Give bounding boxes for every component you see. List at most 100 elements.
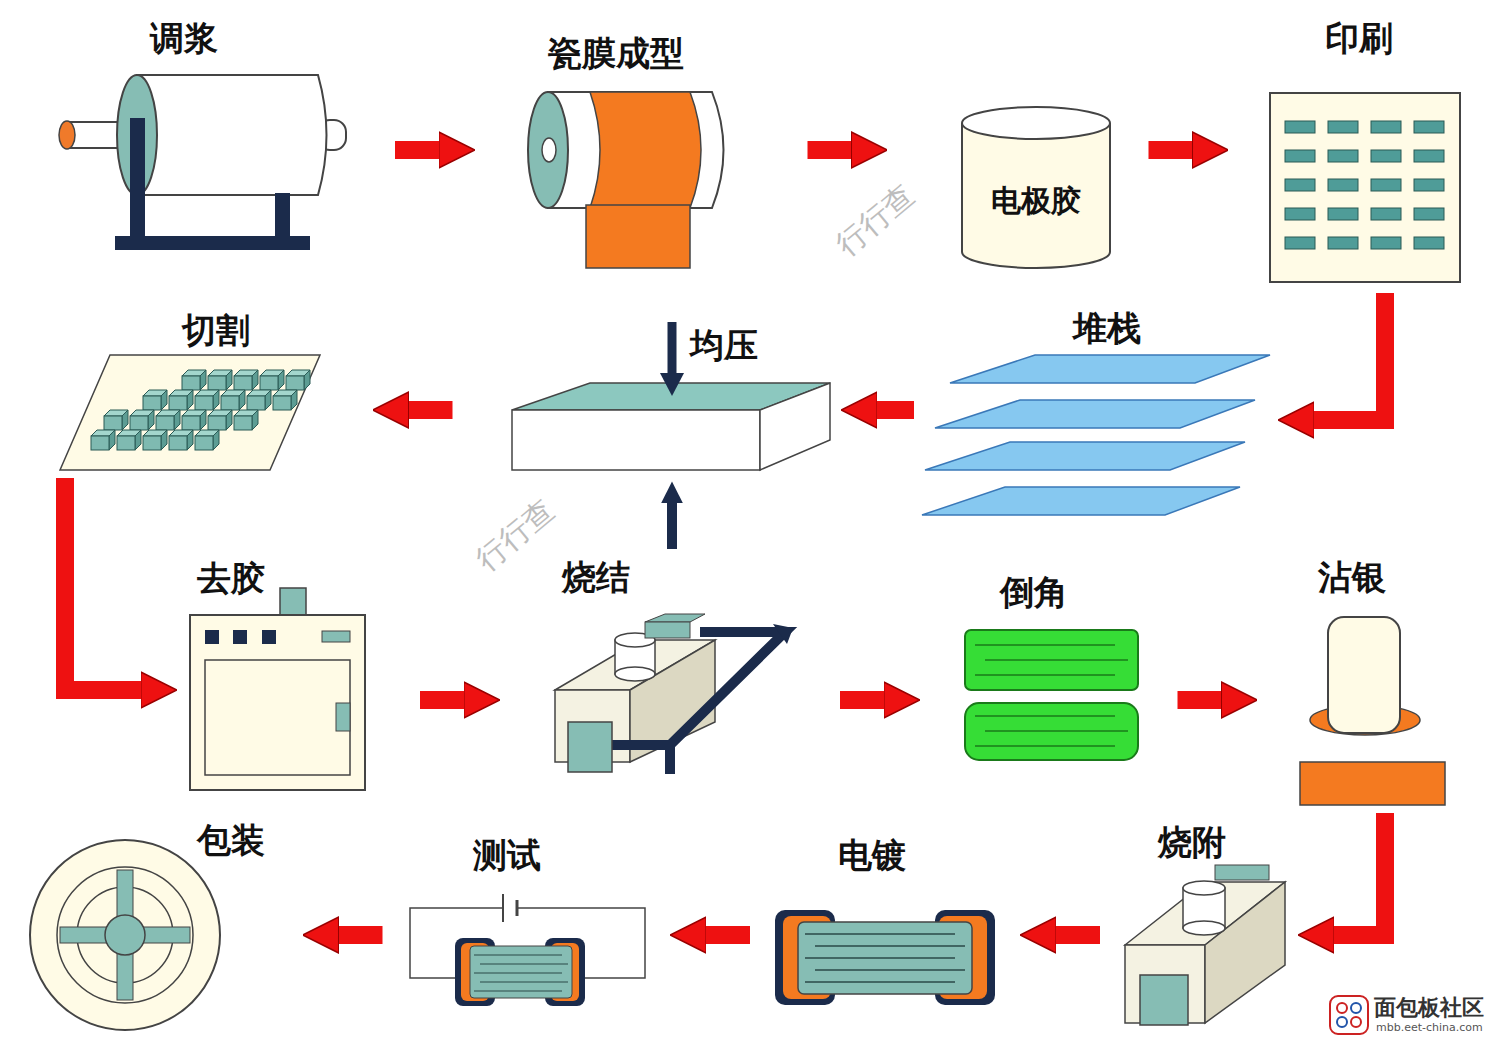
flow-arrow <box>402 401 453 419</box>
flow-arrow <box>699 926 750 944</box>
process-step: 沾银 <box>1295 555 1450 805</box>
flow-arrow <box>395 141 446 159</box>
cut-chips-part-part <box>130 416 148 430</box>
tape-roll-part <box>542 138 556 162</box>
cut-chips-part-part <box>104 416 122 430</box>
step-title: 瓷膜成型 <box>548 33 684 73</box>
firing-furnace-part <box>1215 865 1269 880</box>
test-circuit-part <box>502 894 504 922</box>
flow-arrow <box>840 691 891 709</box>
cut-chips-part-part <box>156 416 174 430</box>
tape-reel-part <box>105 915 145 955</box>
chamfered-chips-part-part <box>985 659 1128 661</box>
cut-chips-part-part <box>226 370 232 390</box>
oven-part <box>280 588 306 616</box>
cut-chips-part-part <box>208 376 226 390</box>
stacked-sheets-part <box>935 400 1255 428</box>
flow-arrow <box>1178 691 1229 709</box>
step-title: 切割 <box>182 310 250 350</box>
plated-chip-part <box>798 922 972 994</box>
oven-part <box>262 630 276 644</box>
oven-part <box>205 630 219 644</box>
test-circuit-part <box>470 946 572 998</box>
flow-arrow <box>65 478 148 690</box>
chamfered-chips-part <box>965 630 1138 690</box>
printing-screen-part-part <box>1371 208 1401 220</box>
process-step: 切割 <box>55 305 320 470</box>
cut-chips-part-part <box>239 390 245 410</box>
watermark: 行行查 <box>827 176 922 265</box>
test-circuit-part-part <box>480 963 568 964</box>
printing-screen-part-part <box>1285 237 1315 249</box>
cut-chips-part-part <box>169 396 187 410</box>
oven-part <box>322 631 350 642</box>
plated-chip <box>775 910 995 1005</box>
plated-chip-part-part <box>815 945 965 947</box>
cut-chips-part-part <box>208 416 226 430</box>
firing-furnace-part <box>1183 921 1225 935</box>
printing-screen <box>1270 93 1460 282</box>
firing-furnace <box>1125 865 1285 1025</box>
printing-screen-part-part <box>1414 237 1444 249</box>
cut-chips-part-part <box>260 376 278 390</box>
flow-arrow <box>1149 141 1200 159</box>
step-title: 包装 <box>197 820 265 860</box>
press-block-part <box>660 373 684 396</box>
sinter-furnace-part <box>610 632 785 745</box>
tape-roll-part <box>528 92 568 208</box>
plated-chip-part <box>805 934 965 982</box>
paste-cylinder: 电极胶 <box>960 105 1112 270</box>
press-block-part <box>760 383 830 470</box>
tape-roll <box>528 92 724 268</box>
process-step: 烧结 <box>550 555 800 775</box>
process-step: 倒角 <box>960 570 1140 765</box>
printing-screen-part-part <box>1285 150 1315 162</box>
site-logo-part <box>1337 1003 1347 1013</box>
cut-chips-part-part <box>200 370 206 390</box>
flow-arrow <box>332 926 383 944</box>
cut-chips-part-part <box>286 376 304 390</box>
firing-furnace-part <box>1140 975 1188 1025</box>
cut-chips-part-part <box>252 410 258 430</box>
ball-mill <box>59 75 346 250</box>
process-step: 均压 <box>505 315 835 475</box>
printing-screen-part-part <box>1371 179 1401 191</box>
cut-chips-part-part <box>117 436 135 450</box>
cut-chips-part-part <box>221 396 239 410</box>
cut-chips-part-part <box>252 370 258 390</box>
site-logo-part <box>1351 1017 1361 1027</box>
cut-chips-part-part <box>143 396 161 410</box>
cut-chips-part-part <box>200 410 206 430</box>
process-step: 包装 <box>25 815 280 1025</box>
plated-chip-part-part <box>815 969 965 971</box>
ball-mill-part <box>59 121 75 149</box>
cut-chips-part-part <box>182 376 200 390</box>
cut-chips-part-part <box>187 390 193 410</box>
stacked-sheets-part <box>950 355 1270 383</box>
step-title: 烧附 <box>1158 822 1226 862</box>
test-circuit-part <box>474 955 568 991</box>
step-title: 去胶 <box>197 558 265 598</box>
flow-arrow <box>1049 926 1100 944</box>
test-circuit-part-part <box>474 972 562 973</box>
flow-arrow <box>808 141 859 159</box>
cut-chips-part-part <box>195 396 213 410</box>
cut-chips-part-part <box>135 430 141 450</box>
sinter-furnace-part <box>773 624 793 644</box>
plated-chip-part-part <box>805 957 955 959</box>
step-title: 调浆 <box>150 18 218 58</box>
ball-mill-part <box>137 75 327 195</box>
printing-screen-part-part <box>1285 208 1315 220</box>
process-step: 电镀 <box>770 830 1000 1010</box>
process-step: 调浆 <box>55 15 350 255</box>
step-title: 印刷 <box>1325 18 1393 58</box>
printing-screen-part-part <box>1371 150 1401 162</box>
oven-part <box>190 615 365 790</box>
flow-arrow <box>870 401 914 419</box>
step-title: 堆栈 <box>1073 308 1141 348</box>
firing-furnace-part <box>1183 881 1225 895</box>
press-block-part <box>512 410 760 470</box>
process-step: 堆栈 <box>920 305 1270 520</box>
